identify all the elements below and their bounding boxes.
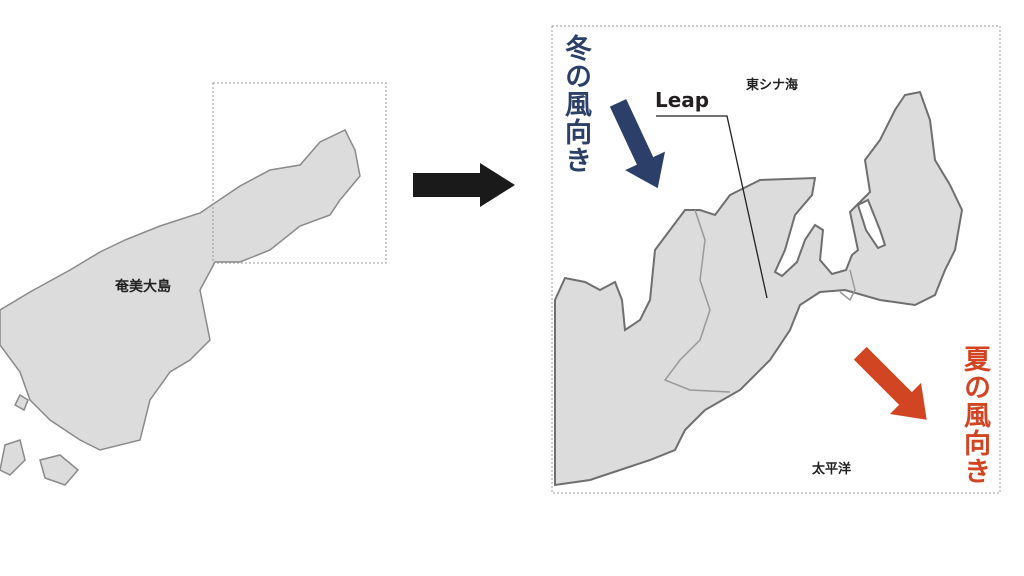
amami-island-overview (0, 129, 361, 486)
summer-wind-label: 夏の風向き (959, 345, 990, 485)
winter-wind-arrow-icon (609, 99, 666, 189)
detail-map-frame (551, 25, 1001, 494)
winter-wind-label: 冬の風向き (560, 34, 591, 174)
amami-island-label: 奄美大島 (115, 279, 171, 295)
district-boundaries (663, 209, 856, 393)
summer-wind-arrow-icon (853, 346, 927, 420)
leap-label: Leap (655, 88, 710, 112)
detail-landmass (554, 90, 964, 487)
pacific-ocean-label: 太平洋 (812, 462, 852, 477)
east-china-sea-label: 東シナ海 (746, 78, 799, 93)
leap-pointer-line (656, 115, 768, 299)
right-arrow-icon (413, 163, 515, 207)
zoom-region-box (212, 82, 387, 264)
